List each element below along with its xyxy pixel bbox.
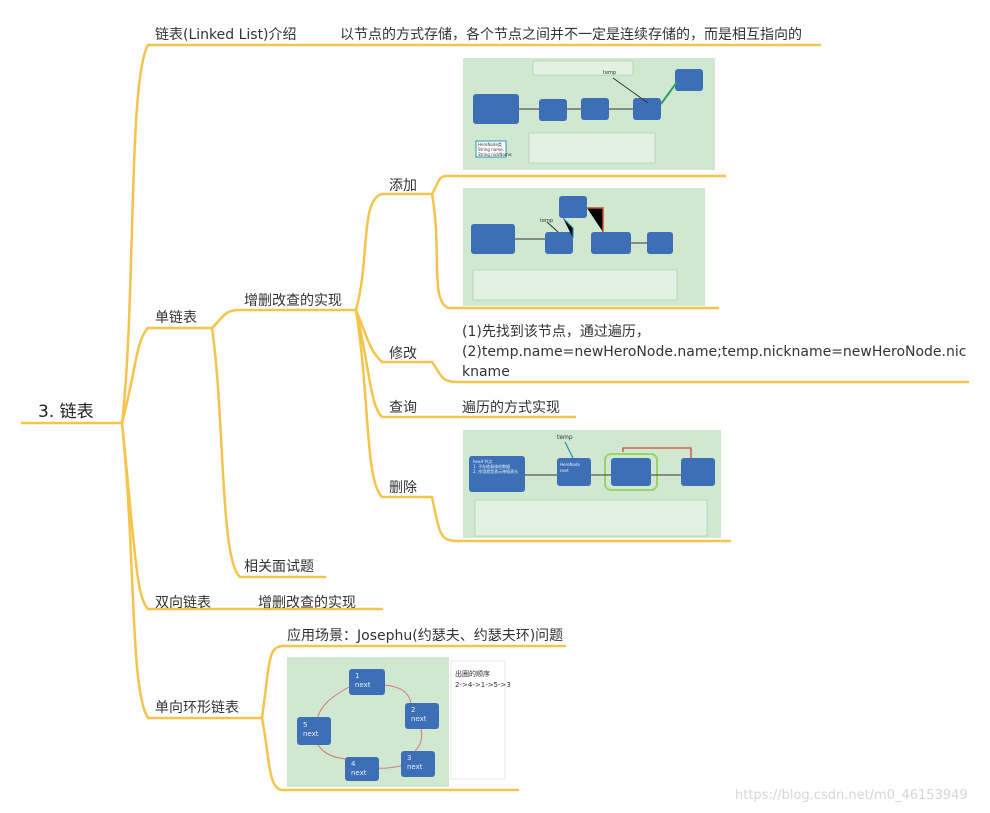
josephu-ring-svg [297,657,507,787]
add-node: 添加 [389,178,417,194]
ring-node-5: 5 next [303,721,319,738]
heronode-class-box: HeroNode类 String name; String nickName; [478,142,513,157]
ring-node-2: 2 next [411,706,427,723]
double-list-node: 双向链表 [155,595,211,611]
root-node: 3. 链表 [38,402,94,422]
query-desc: 遍历的方式实现 [462,400,560,416]
ring-order-panel: 出圈的顺序 2->4->1->5->3 [455,670,511,689]
double-crud-node: 增删改查的实现 [258,595,356,611]
delete-head-box: head 节点 1. 不存放具体的数据 2. 作用就是表示单链表头 [473,459,519,474]
modify-line-1: (1)先找到该节点，通过遍历， [462,324,650,340]
watermark: https://blog.csdn.net/m0_46153949 [735,788,968,803]
delete-node: 删除 [389,480,417,496]
query-node: 查询 [389,400,417,416]
add-diagram-2-svg [471,196,678,301]
ring-node-3: 3 next [407,754,423,771]
circular-list-node: 单向环形链表 [155,700,239,716]
trunk-mid1 [120,326,150,425]
ring-node-1: 1 next [355,672,371,689]
modify-desc: (1)先找到该节点，通过遍历， (2)temp.name=newHeroNode… [462,322,972,382]
crud-node: 增删改查的实现 [244,293,342,309]
modify-line-3: kname [462,364,510,380]
trunk-mid2 [120,421,150,611]
single-list-node: 单链表 [155,310,197,326]
add-diagram-image-1: temp HeroNode类 String name; String nickN… [463,58,715,170]
trunk-up [120,43,150,425]
delete-temp-label: temp [557,434,573,441]
josephu-node: 应用场景：Josephu(约瑟夫、约瑟夫环)问题 [287,628,564,644]
modify-node: 修改 [389,346,417,362]
delete-diagram-image: temp head 节点 1. 不存放具体的数据 2. 作用就是表示单链表头 H… [463,430,721,538]
delete-diagram-svg [469,441,715,537]
josephu-ring-image: 1 next 2 next 3 next 4 next 5 next 出圈的顺序… [287,657,511,787]
add-1-temp-label: temp [603,70,617,76]
add-diagram-1-svg [473,60,703,164]
modify-line-2: (2)temp.name=newHeroNode.name;temp.nickn… [462,344,967,360]
interview-node: 相关面试题 [244,559,314,575]
delete-node-box: HeroNode next [560,462,580,473]
intro-desc: 以节点的方式存储，各个节点之间并不一定是连续存储的，而是相互指向的 [340,27,802,43]
intro-node: 链表(Linked List)介绍 [155,27,297,43]
add-diagram-image-2: temp [463,188,705,306]
ring-node-4: 4 next [351,760,367,777]
add-2-temp-label: temp [540,218,554,224]
